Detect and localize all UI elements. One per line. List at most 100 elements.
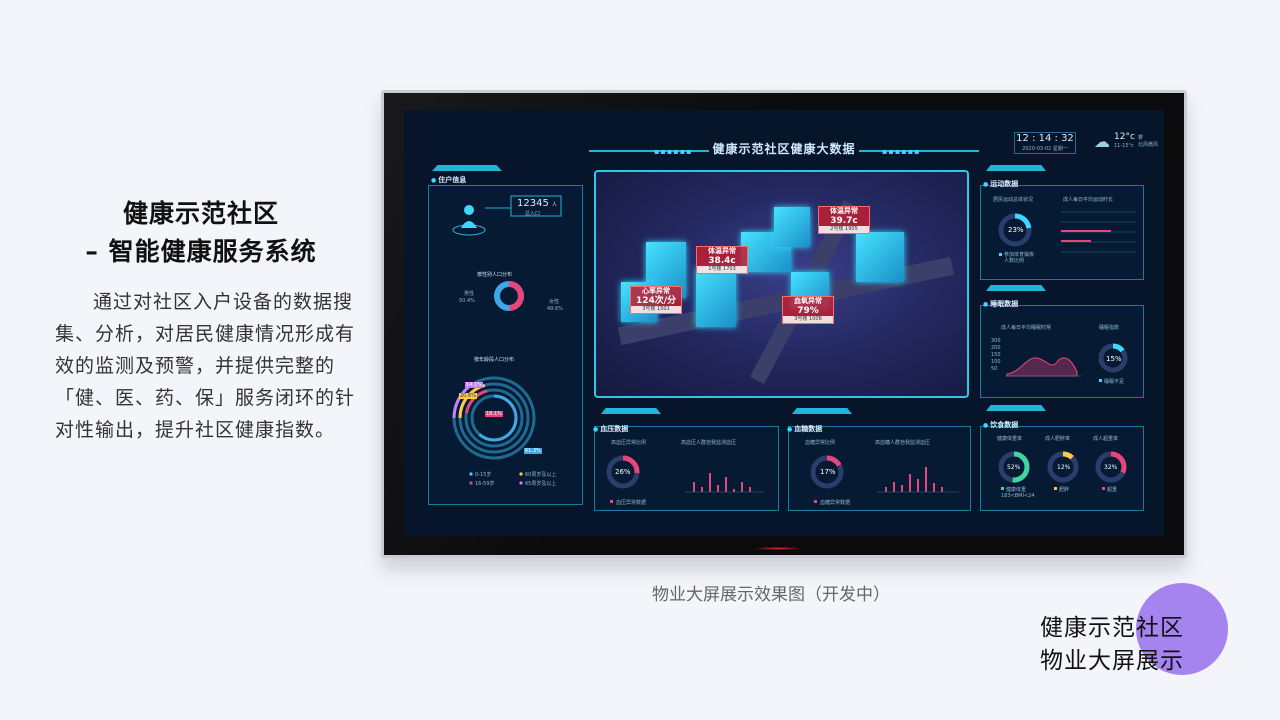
total-label: 总入口 [525, 211, 541, 217]
alert-temp-1[interactable]: 体温异常 39.7c 2号楼 1905 [818, 206, 870, 234]
alert-value: 38.4c [708, 256, 736, 266]
ytick: 150 [991, 352, 1001, 358]
bp-sub2: 高血压人群自我监测血压 [681, 440, 737, 446]
weather-temp: 12°c [1114, 132, 1135, 142]
alert-value: 39.7c [830, 216, 858, 226]
diet-legend-obese: 肥胖 [1059, 487, 1070, 493]
ytick: 50 [991, 366, 998, 372]
community-3d-map[interactable]: 体温异常 39.7c 2号楼 1905 体温异常 38.4c 1号楼 1703 … [594, 170, 969, 398]
sugar-sub1: 血糖异常比例 [805, 440, 836, 446]
bp-tab [601, 408, 661, 414]
alert-title: 血氧异常 [794, 297, 822, 305]
alert-oxygen[interactable]: 血氧异常 79% 3号楼 1006 [782, 296, 834, 324]
diet-pct-healthy: 52% [1007, 464, 1021, 471]
age-label-3: 18.1% [485, 411, 503, 417]
alert-where: 2号楼 1905 [819, 226, 869, 233]
sleep-sub2: 睡眠指数 [1099, 325, 1120, 331]
weather-range: 11-15°c [1114, 143, 1134, 149]
building[interactable] [696, 267, 736, 327]
building[interactable] [774, 207, 810, 247]
legend-65plus: 65周岁及以上 [525, 481, 557, 487]
power-led [754, 547, 802, 550]
sport-tab [986, 165, 1046, 171]
building[interactable] [856, 232, 904, 282]
age-rings [452, 376, 536, 460]
alert-where: 3号楼 1501 [631, 306, 681, 313]
gender-title: 按性别人口分布 [477, 272, 513, 278]
diet-chart [998, 451, 1127, 490]
sleep-chart [1005, 343, 1128, 382]
sport-sub2: 成人每日平均运动时长 [1063, 197, 1114, 203]
alert-temp-2[interactable]: 体温异常 38.4c 1号楼 1703 [696, 246, 748, 274]
ytick: 300 [991, 338, 1001, 344]
sport-legend: 参加体育锻炼人数比例 [1004, 252, 1035, 264]
alert-where: 1号楼 1703 [697, 266, 747, 273]
resident-graphics [452, 195, 562, 485]
alert-title: 体温异常 [830, 207, 858, 215]
dashboard-screen: ▪▪▪▪▪▪ ▪▪▪▪▪▪ 健康示范社区健康大数据 12 : 14 : 32 2… [404, 110, 1164, 536]
male-pct: 50.4% [459, 298, 475, 304]
sport-title: 运动数据 [983, 179, 1018, 189]
sleep-tab [986, 285, 1046, 291]
sleep-pct: 15% [1106, 355, 1122, 363]
diet-pct-obese: 12% [1057, 464, 1071, 471]
showcase-line2: 物业大屏展示 [1040, 648, 1184, 674]
clock: 12 : 14 : 32 2020-03-02 星期一 [1014, 132, 1076, 154]
sugar-chart [810, 455, 959, 503]
legend-60plus: 60周岁及以上 [525, 472, 557, 478]
diet-panel: 饮食数据 健康体重率 成人肥胖率 成人超重率 52% 12% 32% 健康体重 … [980, 421, 1144, 511]
female-label: 女性 [549, 299, 560, 305]
sugar-title: 血糖数据 [787, 424, 822, 434]
sleep-sub1: 成人每日平均睡眠时常 [1001, 325, 1052, 331]
bp-pct: 26% [615, 468, 631, 476]
intro-title-line1: 健康示范社区 [122, 199, 279, 228]
ytick: 100 [991, 359, 1001, 365]
age-label-1: 14.1% [465, 382, 483, 388]
male-label: 男性 [464, 291, 475, 297]
legend-0-15: 0-15岁 [475, 472, 492, 478]
header-line-right [859, 150, 979, 152]
image-caption: 物业大屏展示效果图（开发中） [580, 580, 980, 605]
resident-panel: 住户信息 [428, 176, 583, 505]
total-box [510, 195, 562, 217]
diet-pct-overweight: 32% [1104, 464, 1118, 471]
age-title: 按年龄段人口分布 [474, 357, 515, 363]
diet-note: 183<BMI<24 [1001, 493, 1035, 499]
diet-legend-overweight: 超重 [1107, 487, 1118, 493]
sugar-tab [792, 408, 852, 414]
total-value: 12345 [517, 198, 549, 209]
weather-cond-text: 雾 [1138, 135, 1144, 141]
sport-panel: 运动数据 居民运动总体状况 成人每日平均运动时长 23% 参加体育锻炼人数比例 [980, 180, 1144, 280]
bp-legend: 血压异常数据 [616, 500, 647, 506]
diet-tab [986, 405, 1046, 411]
bp-title: 血压数据 [593, 424, 628, 434]
diet-sub2: 成人肥胖率 [1045, 436, 1071, 442]
resident-title: 住户信息 [431, 175, 466, 185]
resident-tab [432, 165, 502, 171]
sugar-sub2: 高血糖人群自我监测血压 [875, 440, 931, 446]
intro-body: 通过对社区入户设备的数据搜集、分析，对居民健康情况形成有效的监测及预警，并提供完… [55, 291, 356, 441]
alert-value: 79% [797, 306, 819, 316]
sleep-yticks: 300 200 150 100 50 [991, 338, 1003, 373]
person-icon [452, 205, 486, 236]
monitor-frame: ▪▪▪▪▪▪ ▪▪▪▪▪▪ 健康示范社区健康大数据 12 : 14 : 32 2… [381, 90, 1187, 558]
sugar-legend: 血糖异常数据 [820, 500, 851, 506]
header-dots-right: ▪▪▪▪▪▪ [882, 147, 921, 156]
sport-chart [998, 211, 1136, 256]
clock-time: 12 : 14 : 32 [1016, 133, 1074, 144]
age-label-4: 61.3% [524, 448, 542, 454]
clock-date: 2020-03-02 星期一 [1022, 146, 1068, 152]
diet-sub1: 健康体重率 [997, 436, 1023, 442]
alert-title: 体温异常 [708, 247, 736, 255]
sport-sub1: 居民运动总体状况 [993, 197, 1034, 203]
showcase-line1: 健康示范社区 [1040, 615, 1184, 641]
sugar-panel: 血糖数据 血糖异常比例 高血糖人群自我监测血压 17% 血糖异常数据 [787, 424, 971, 511]
dashboard-title: 健康示范社区健康大数据 [712, 142, 856, 156]
ytick: 200 [991, 345, 1001, 351]
gender-female-arc [494, 281, 524, 311]
weather-wind: 北风微风 [1138, 142, 1159, 148]
weather-condition: 雾北风微风 [1138, 134, 1164, 148]
alert-title: 心率异常 [642, 287, 670, 295]
alert-heart[interactable]: 心率异常 124次/分 3号楼 1501 [630, 286, 682, 314]
sport-pct: 23% [1008, 226, 1024, 234]
